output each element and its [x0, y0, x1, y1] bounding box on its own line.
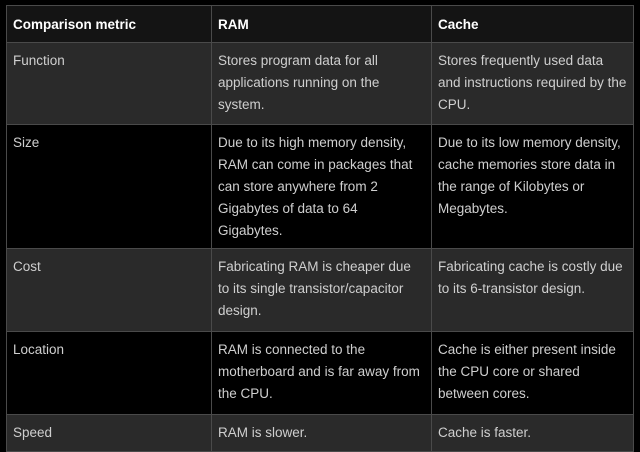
comparison-table: Comparison metric RAM Cache Function Sto…: [6, 5, 634, 452]
cell-metric: Location: [6, 331, 212, 415]
cell-metric: Function: [6, 42, 212, 125]
cell-metric: Speed: [6, 414, 212, 452]
cell-ram: Due to its high memory density, RAM can …: [211, 124, 432, 249]
table-row-location: Location RAM is connected to the motherb…: [6, 331, 634, 415]
cell-ram: Fabricating RAM is cheaper due to its si…: [211, 248, 432, 332]
cell-cache: Due to its low memory density, cache mem…: [431, 124, 634, 249]
table-header-row: Comparison metric RAM Cache: [6, 5, 634, 43]
cell-cache: Cache is either present inside the CPU c…: [431, 331, 634, 415]
header-comparison-metric: Comparison metric: [6, 5, 212, 43]
header-cache: Cache: [431, 5, 634, 43]
table-row-speed: Speed RAM is slower. Cache is faster.: [6, 414, 634, 452]
cell-ram: RAM is connected to the motherboard and …: [211, 331, 432, 415]
table-row-cost: Cost Fabricating RAM is cheaper due to i…: [6, 248, 634, 332]
cell-metric: Cost: [6, 248, 212, 332]
comparison-table-container: Comparison metric RAM Cache Function Sto…: [6, 5, 634, 452]
cell-cache: Cache is faster.: [431, 414, 634, 452]
cell-ram: RAM is slower.: [211, 414, 432, 452]
cell-ram: Stores program data for all applications…: [211, 42, 432, 125]
cell-metric: Size: [6, 124, 212, 249]
cell-cache: Stores frequently used data and instruct…: [431, 42, 634, 125]
table-row-function: Function Stores program data for all app…: [6, 42, 634, 125]
cell-cache: Fabricating cache is costly due to its 6…: [431, 248, 634, 332]
header-ram: RAM: [211, 5, 432, 43]
table-row-size: Size Due to its high memory density, RAM…: [6, 124, 634, 249]
